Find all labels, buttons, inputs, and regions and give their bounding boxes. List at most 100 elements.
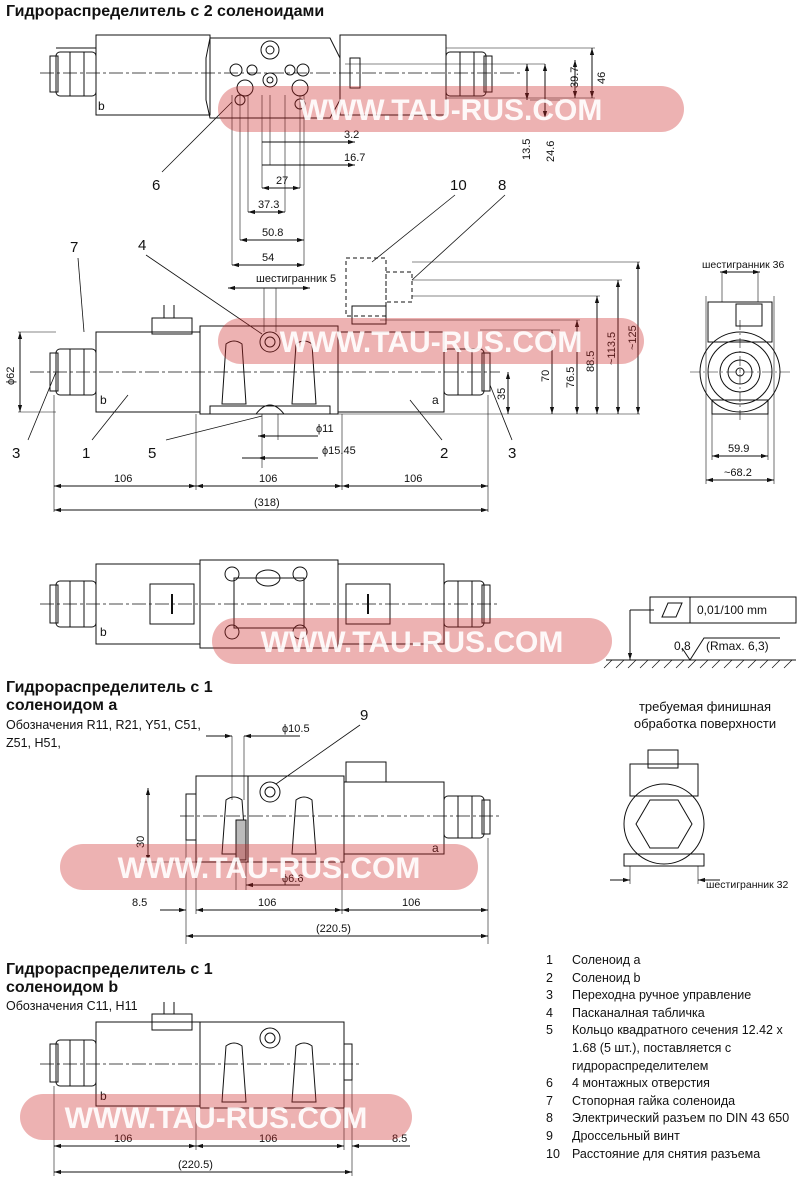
dim-8-5-b: 8.5 (392, 1133, 407, 1145)
callout-8: 8 (498, 177, 506, 194)
dim-35: 35 (496, 388, 508, 400)
callout-4: 4 (138, 237, 146, 254)
legend-item: 10 Расстояние для снятия разъема (546, 1146, 796, 1164)
designations-a-line2: Z51, H51, (6, 736, 61, 750)
callout-5: 5 (148, 445, 156, 462)
watermark-3: WWW.TAU-RUS.COM (212, 618, 612, 664)
dim-37-3: 37.3 (258, 199, 279, 211)
legend-text: 4 монтажных отверстия (572, 1076, 710, 1091)
legend-text: Электрический разъем по DIN 43 650 (572, 1111, 790, 1126)
dim-54: 54 (262, 252, 274, 264)
dim-70: 70 (540, 370, 552, 382)
legend-text: Дроссельный винт (572, 1128, 680, 1143)
legend-item: 1 Соленоид a (546, 952, 796, 970)
surface-caption: требуемая финишная обработка поверхности (633, 699, 777, 731)
dim-phi11: ϕ11 (316, 423, 334, 435)
watermarks: WWW.TAU-RUS.COM WWW.TAU-RUS.COM WWW.TAU-… (20, 86, 684, 1140)
dim-106-3: 106 (404, 473, 422, 485)
legend-text: Соленоид a (572, 953, 641, 967)
legend-item: 9 Дроссельный винт (546, 1128, 796, 1146)
dim-phi15-45: ϕ15.45 (322, 445, 356, 457)
roughness-max: (Rmax. 6,3) (706, 639, 769, 653)
legend-item: 6 4 монтажных отверстия (546, 1075, 796, 1093)
dim-76-5: 76.5 (565, 367, 577, 388)
svg-text:WWW.TAU-RUS.COM: WWW.TAU-RUS.COM (300, 94, 603, 127)
title-two-solenoids: Гидрораспределитель с 2 соленоидами (6, 3, 325, 20)
legend-text: Расстояние для снятия разъема (572, 1146, 761, 1161)
dim-50-8: 50.8 (262, 227, 283, 239)
watermark-1: WWW.TAU-RUS.COM (218, 86, 684, 132)
legend-number: 1 (546, 953, 553, 967)
dim-106-a1: 106 (258, 897, 276, 909)
plate-letter-a-a: a (432, 841, 439, 855)
callout-2: 2 (440, 445, 448, 462)
dim-16-7: 16.7 (344, 152, 365, 164)
view-solenoid-b: b 106 106 8.5 (220.5) (40, 1002, 410, 1176)
side-view: шестигранник 36 59.9 ~68.2 (690, 259, 790, 484)
svg-text:WWW.TAU-RUS.COM: WWW.TAU-RUS.COM (280, 326, 583, 359)
watermark-5: WWW.TAU-RUS.COM (20, 1094, 412, 1140)
plate-letter-b-top: b (98, 99, 105, 113)
dim-106-1: 106 (114, 473, 132, 485)
svg-text:WWW.TAU-RUS.COM: WWW.TAU-RUS.COM (118, 852, 421, 885)
plate-letter-b-bottom: b (100, 625, 107, 639)
callout-7: 7 (70, 239, 78, 256)
legend-text: Переходна ручное управление (572, 988, 752, 1003)
dim-3-2: 3.2 (344, 129, 359, 141)
dim-106-a2: 106 (402, 897, 420, 909)
surface-finish: 0,01/100 mm 0,8 (Rmax. 6,3) (603, 596, 797, 669)
legend-number: 9 (546, 1128, 553, 1143)
title-one-solenoid-a: Гидрораспределитель с 1 соленоидом a (6, 679, 213, 714)
dim-hex5: шестигранник 5 (256, 273, 336, 285)
legend-number: 10 (546, 1146, 560, 1161)
callout-6: 6 (152, 177, 160, 194)
legend-number: 8 (546, 1111, 553, 1126)
legend-number: 6 (546, 1076, 553, 1091)
dim-13-5: 13.5 (521, 139, 533, 160)
plate-letter-a-front: a (432, 393, 439, 407)
bottom-view: b (40, 559, 500, 649)
tolerance-value: 0,01/100 mm (697, 603, 767, 617)
legend-number: 3 (546, 988, 553, 1003)
callout-9: 9 (360, 707, 368, 724)
legend-item: 7 Стопорная гайка соленоида (546, 1093, 796, 1111)
title-one-solenoid-b: Гидрораспределитель с 1 соленоидом b (6, 961, 213, 996)
watermark-4: WWW.TAU-RUS.COM (60, 844, 478, 890)
svg-text:WWW.TAU-RUS.COM: WWW.TAU-RUS.COM (261, 626, 564, 659)
view-solenoid-a: a ϕ10.5 30 ϕ6.6 8.5 106 106 (220.5) 9 (132, 707, 500, 944)
dim-phi6-6: ϕ6.6 (282, 873, 303, 885)
dim-88-5: 88.5 (585, 351, 597, 372)
dim-46: 46 (596, 72, 608, 84)
dim-125: ~125 (627, 325, 639, 350)
dim-hex36: шестигранник 36 (702, 259, 785, 271)
top-view: b 39.7 46 13.5 24.6 3.2 16.7 27 37.3 50.… (40, 34, 608, 268)
legend-text: Пасканалная табличка (572, 1005, 705, 1020)
dim-59-9: 59.9 (728, 443, 749, 455)
designations-a-line1: Обозначения R11, R21, Y51, C51, (6, 718, 201, 732)
dim-phi10-5: ϕ10.5 (282, 723, 310, 735)
legend-text: Стопорная гайка соленоида (572, 1093, 736, 1108)
roughness-value: 0,8 (674, 639, 691, 653)
front-view: b a шестигранник 5 ϕ62 ϕ11 ϕ15.45 70 76.… (5, 177, 641, 513)
dim-phi62: ϕ62 (5, 367, 17, 385)
legend-item: 3 Переходна ручное управление (546, 987, 796, 1005)
legend-number: 7 (546, 1093, 553, 1108)
dim-318: (318) (254, 497, 280, 509)
plate-letter-b-front: b (100, 393, 107, 407)
callout-3-left: 3 (12, 445, 20, 462)
designations-b: Обозначения C11, H11 (6, 999, 138, 1013)
dim-39-7: 39.7 (569, 67, 581, 88)
callout-3-right: 3 (508, 445, 516, 462)
dim-8-5-a: 8.5 (132, 897, 147, 909)
legend-number: 2 (546, 970, 553, 985)
dim-106-b1: 106 (114, 1133, 132, 1145)
dim-220-5-a: (220.5) (316, 923, 351, 935)
bottom-side-view: шестигранник 32 (610, 749, 789, 891)
plate-letter-b-b: b (100, 1089, 107, 1103)
dim-106-2: 106 (259, 473, 277, 485)
